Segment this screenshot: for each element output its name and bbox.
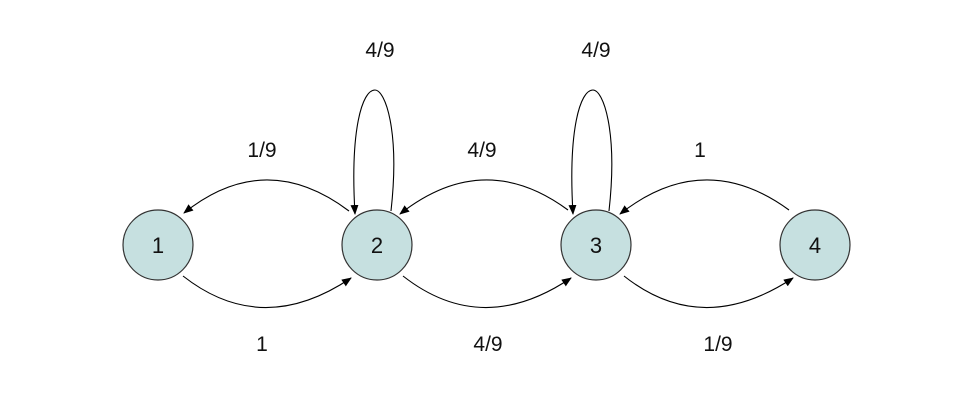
edge-label-1-to-2: 1 bbox=[256, 333, 268, 356]
node-2: 2 bbox=[341, 209, 413, 281]
node-1-label: 1 bbox=[152, 233, 164, 258]
edge-label-2-to-1: 1/9 bbox=[247, 139, 276, 162]
node-4-circle bbox=[779, 209, 851, 281]
edge-3-to-3 bbox=[568, 89, 613, 215]
edge-label-4-to-3: 1 bbox=[694, 139, 706, 162]
node-3-label: 3 bbox=[590, 233, 602, 258]
edge-2-to-1 bbox=[183, 179, 350, 214]
edge-label-3-to-4: 1/9 bbox=[703, 333, 732, 356]
node-1: 1 bbox=[122, 209, 194, 281]
node-1-circle bbox=[122, 209, 194, 281]
node-2-circle bbox=[341, 209, 413, 281]
edge-3-to-2 bbox=[399, 179, 569, 215]
node-4-label: 4 bbox=[809, 233, 821, 258]
edge-3-to-4 bbox=[623, 275, 794, 309]
edge-2-to-2 bbox=[350, 89, 395, 215]
edge-1-to-2 bbox=[182, 275, 352, 309]
node-3: 3 bbox=[560, 209, 632, 281]
node-3-circle bbox=[560, 209, 632, 281]
edge-label-3-to-2: 4/9 bbox=[467, 139, 496, 162]
node-2-label: 2 bbox=[371, 233, 383, 258]
edge-2-to-3 bbox=[402, 275, 572, 309]
node-4: 4 bbox=[779, 209, 851, 281]
edge-4-to-3 bbox=[619, 179, 790, 215]
edge-label-2-to-3: 4/9 bbox=[473, 333, 502, 356]
edge-label-3-to-3: 4/9 bbox=[581, 39, 610, 62]
edge-label-2-to-2: 4/9 bbox=[365, 39, 394, 62]
